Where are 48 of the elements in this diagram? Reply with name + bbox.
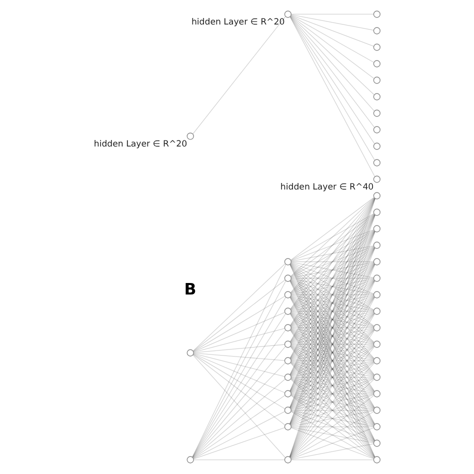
node-circle bbox=[284, 258, 292, 266]
node-label: hidden Layer ∈ R^20 bbox=[191, 17, 285, 28]
node-circle bbox=[373, 126, 380, 134]
node-circle bbox=[373, 456, 380, 464]
node-circle bbox=[373, 324, 380, 332]
node-circle bbox=[373, 274, 380, 282]
node-circle bbox=[373, 258, 380, 266]
node-circle bbox=[284, 374, 292, 381]
node-circle bbox=[186, 132, 194, 140]
node-circle bbox=[284, 357, 292, 364]
node-circle bbox=[373, 44, 380, 51]
node-circle bbox=[284, 340, 292, 348]
node-circle bbox=[373, 192, 380, 200]
label: B bbox=[184, 279, 196, 298]
node-circle bbox=[284, 308, 292, 315]
node-circle bbox=[373, 225, 380, 232]
node-circle bbox=[284, 406, 292, 414]
node-label: hidden Layer ∈ R^40 bbox=[280, 182, 374, 192]
node-circle bbox=[284, 274, 292, 282]
node-circle bbox=[373, 110, 380, 117]
node-circle bbox=[373, 142, 380, 150]
node-circle bbox=[373, 406, 380, 414]
node-circle bbox=[284, 10, 292, 18]
node-circle bbox=[284, 390, 292, 398]
node-circle bbox=[373, 291, 380, 298]
node-circle bbox=[373, 10, 380, 18]
node-circle bbox=[373, 208, 380, 216]
node-circle bbox=[373, 423, 380, 430]
node-label: hidden Layer ∈ R^20 bbox=[94, 139, 188, 150]
node-circle bbox=[186, 349, 194, 356]
node-circle bbox=[373, 27, 380, 34]
node-circle bbox=[373, 340, 380, 348]
node-circle bbox=[373, 374, 380, 381]
node-circle bbox=[284, 291, 292, 298]
node-circle bbox=[373, 357, 380, 364]
node-circle bbox=[373, 242, 380, 249]
node-circle bbox=[373, 440, 380, 447]
node-circle bbox=[284, 324, 292, 332]
node-circle bbox=[373, 176, 380, 183]
node-circle bbox=[373, 308, 380, 315]
node-circle bbox=[373, 390, 380, 398]
node-circle bbox=[284, 456, 292, 464]
node-circle bbox=[373, 60, 380, 68]
node-circle bbox=[373, 76, 380, 84]
node-circle bbox=[186, 456, 194, 464]
node-circle bbox=[373, 159, 380, 166]
node-circle bbox=[284, 423, 292, 430]
node-circle bbox=[373, 93, 380, 100]
